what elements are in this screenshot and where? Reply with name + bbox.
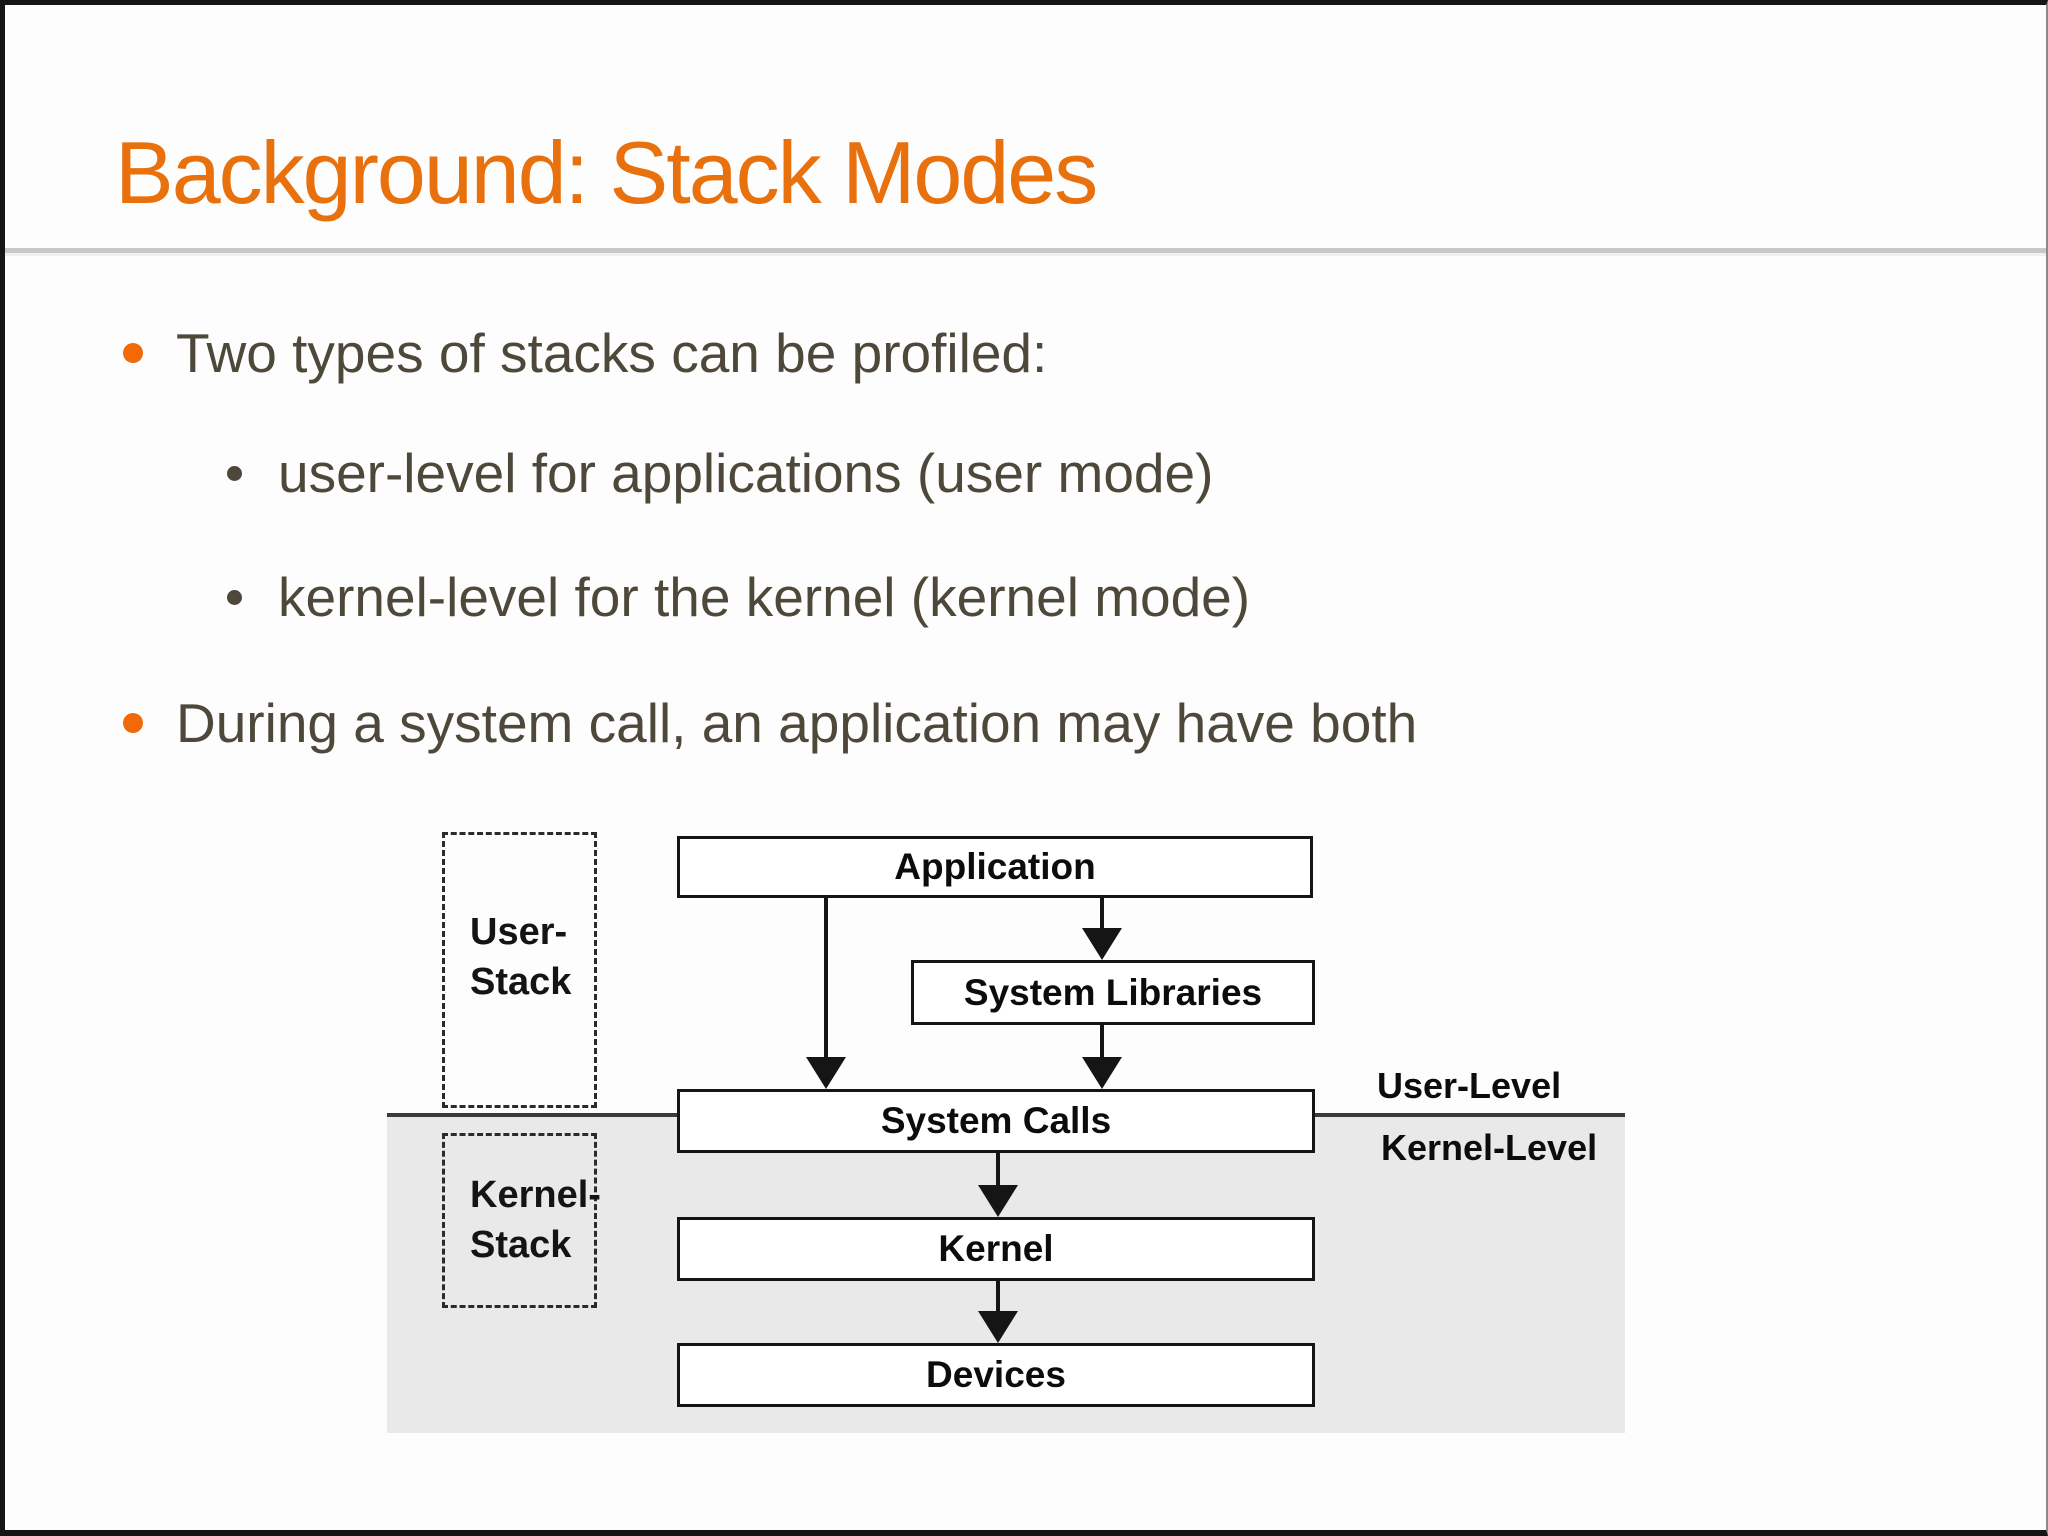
bullet-icon bbox=[123, 713, 143, 733]
bullet-icon bbox=[227, 465, 242, 481]
user-stack-label-line2: Stack bbox=[470, 961, 572, 1003]
node-application: Application bbox=[677, 836, 1313, 898]
node-system-libraries: System Libraries bbox=[911, 960, 1315, 1025]
arrow-head-icon bbox=[1082, 928, 1122, 960]
bullet-item: During a system call, an application may… bbox=[123, 687, 1417, 759]
arrow-head-icon bbox=[806, 1057, 846, 1089]
node-devices: Devices bbox=[677, 1343, 1315, 1407]
kernel-stack-outline bbox=[442, 1133, 597, 1308]
node-label: System Calls bbox=[880, 1100, 1112, 1141]
arrow-shaft bbox=[996, 1153, 1000, 1189]
bullet-text: kernel-level for the kernel (kernel mode… bbox=[278, 566, 1251, 628]
stack-modes-diagram: User- Stack Kernel- Stack Application Sy… bbox=[5, 5, 2046, 1530]
kernel-stack-label-line1: Kernel- bbox=[470, 1174, 601, 1216]
bullet-item: user-level for applications (user mode) bbox=[227, 437, 1213, 509]
node-label: Devices bbox=[926, 1354, 1066, 1395]
arrow-shaft bbox=[1100, 898, 1104, 932]
user-stack-label: User- Stack bbox=[470, 907, 571, 1007]
node-label: Application bbox=[894, 846, 1096, 887]
arrow-system-calls-to-kernel bbox=[978, 1153, 1018, 1217]
node-label: System Libraries bbox=[963, 971, 1263, 1013]
arrow-head-icon bbox=[978, 1185, 1018, 1217]
arrow-shaft bbox=[1100, 1025, 1104, 1061]
user-level-label: User-Level bbox=[1377, 1065, 1562, 1106]
arrow-head-icon bbox=[1082, 1057, 1122, 1089]
kernel-stack-label-line2: Stack bbox=[470, 1224, 572, 1266]
node-kernel: Kernel bbox=[677, 1217, 1315, 1281]
bullet-text: user-level for applications (user mode) bbox=[278, 442, 1214, 504]
arrow-application-to-system-calls bbox=[806, 898, 846, 1089]
arrow-system-libraries-to-system-calls bbox=[1082, 1025, 1122, 1089]
arrow-head-icon bbox=[978, 1311, 1018, 1343]
bullet-item: Two types of stacks can be profiled: bbox=[123, 317, 1047, 389]
bullet-text: During a system call, an application may… bbox=[176, 692, 1418, 754]
bullet-icon bbox=[123, 343, 143, 363]
node-system-calls: System Calls bbox=[677, 1089, 1315, 1153]
arrow-shaft bbox=[824, 898, 828, 1061]
user-stack-label-line1: User- bbox=[470, 911, 568, 953]
kernel-level-label: Kernel-Level bbox=[1381, 1127, 1598, 1168]
arrow-shaft bbox=[996, 1281, 1000, 1315]
bullet-text: Two types of stacks can be profiled: bbox=[176, 322, 1048, 384]
node-label: Kernel bbox=[938, 1228, 1054, 1269]
page-title: Background: Stack Modes bbox=[115, 123, 1098, 222]
bullet-icon bbox=[227, 589, 242, 605]
arrow-application-to-system-libraries bbox=[1082, 898, 1122, 960]
kernel-stack-label: Kernel- Stack bbox=[470, 1170, 601, 1270]
title-divider bbox=[5, 248, 2046, 256]
arrow-kernel-to-devices bbox=[978, 1281, 1018, 1343]
bullet-item: kernel-level for the kernel (kernel mode… bbox=[227, 561, 1250, 633]
user-stack-outline bbox=[442, 832, 597, 1108]
